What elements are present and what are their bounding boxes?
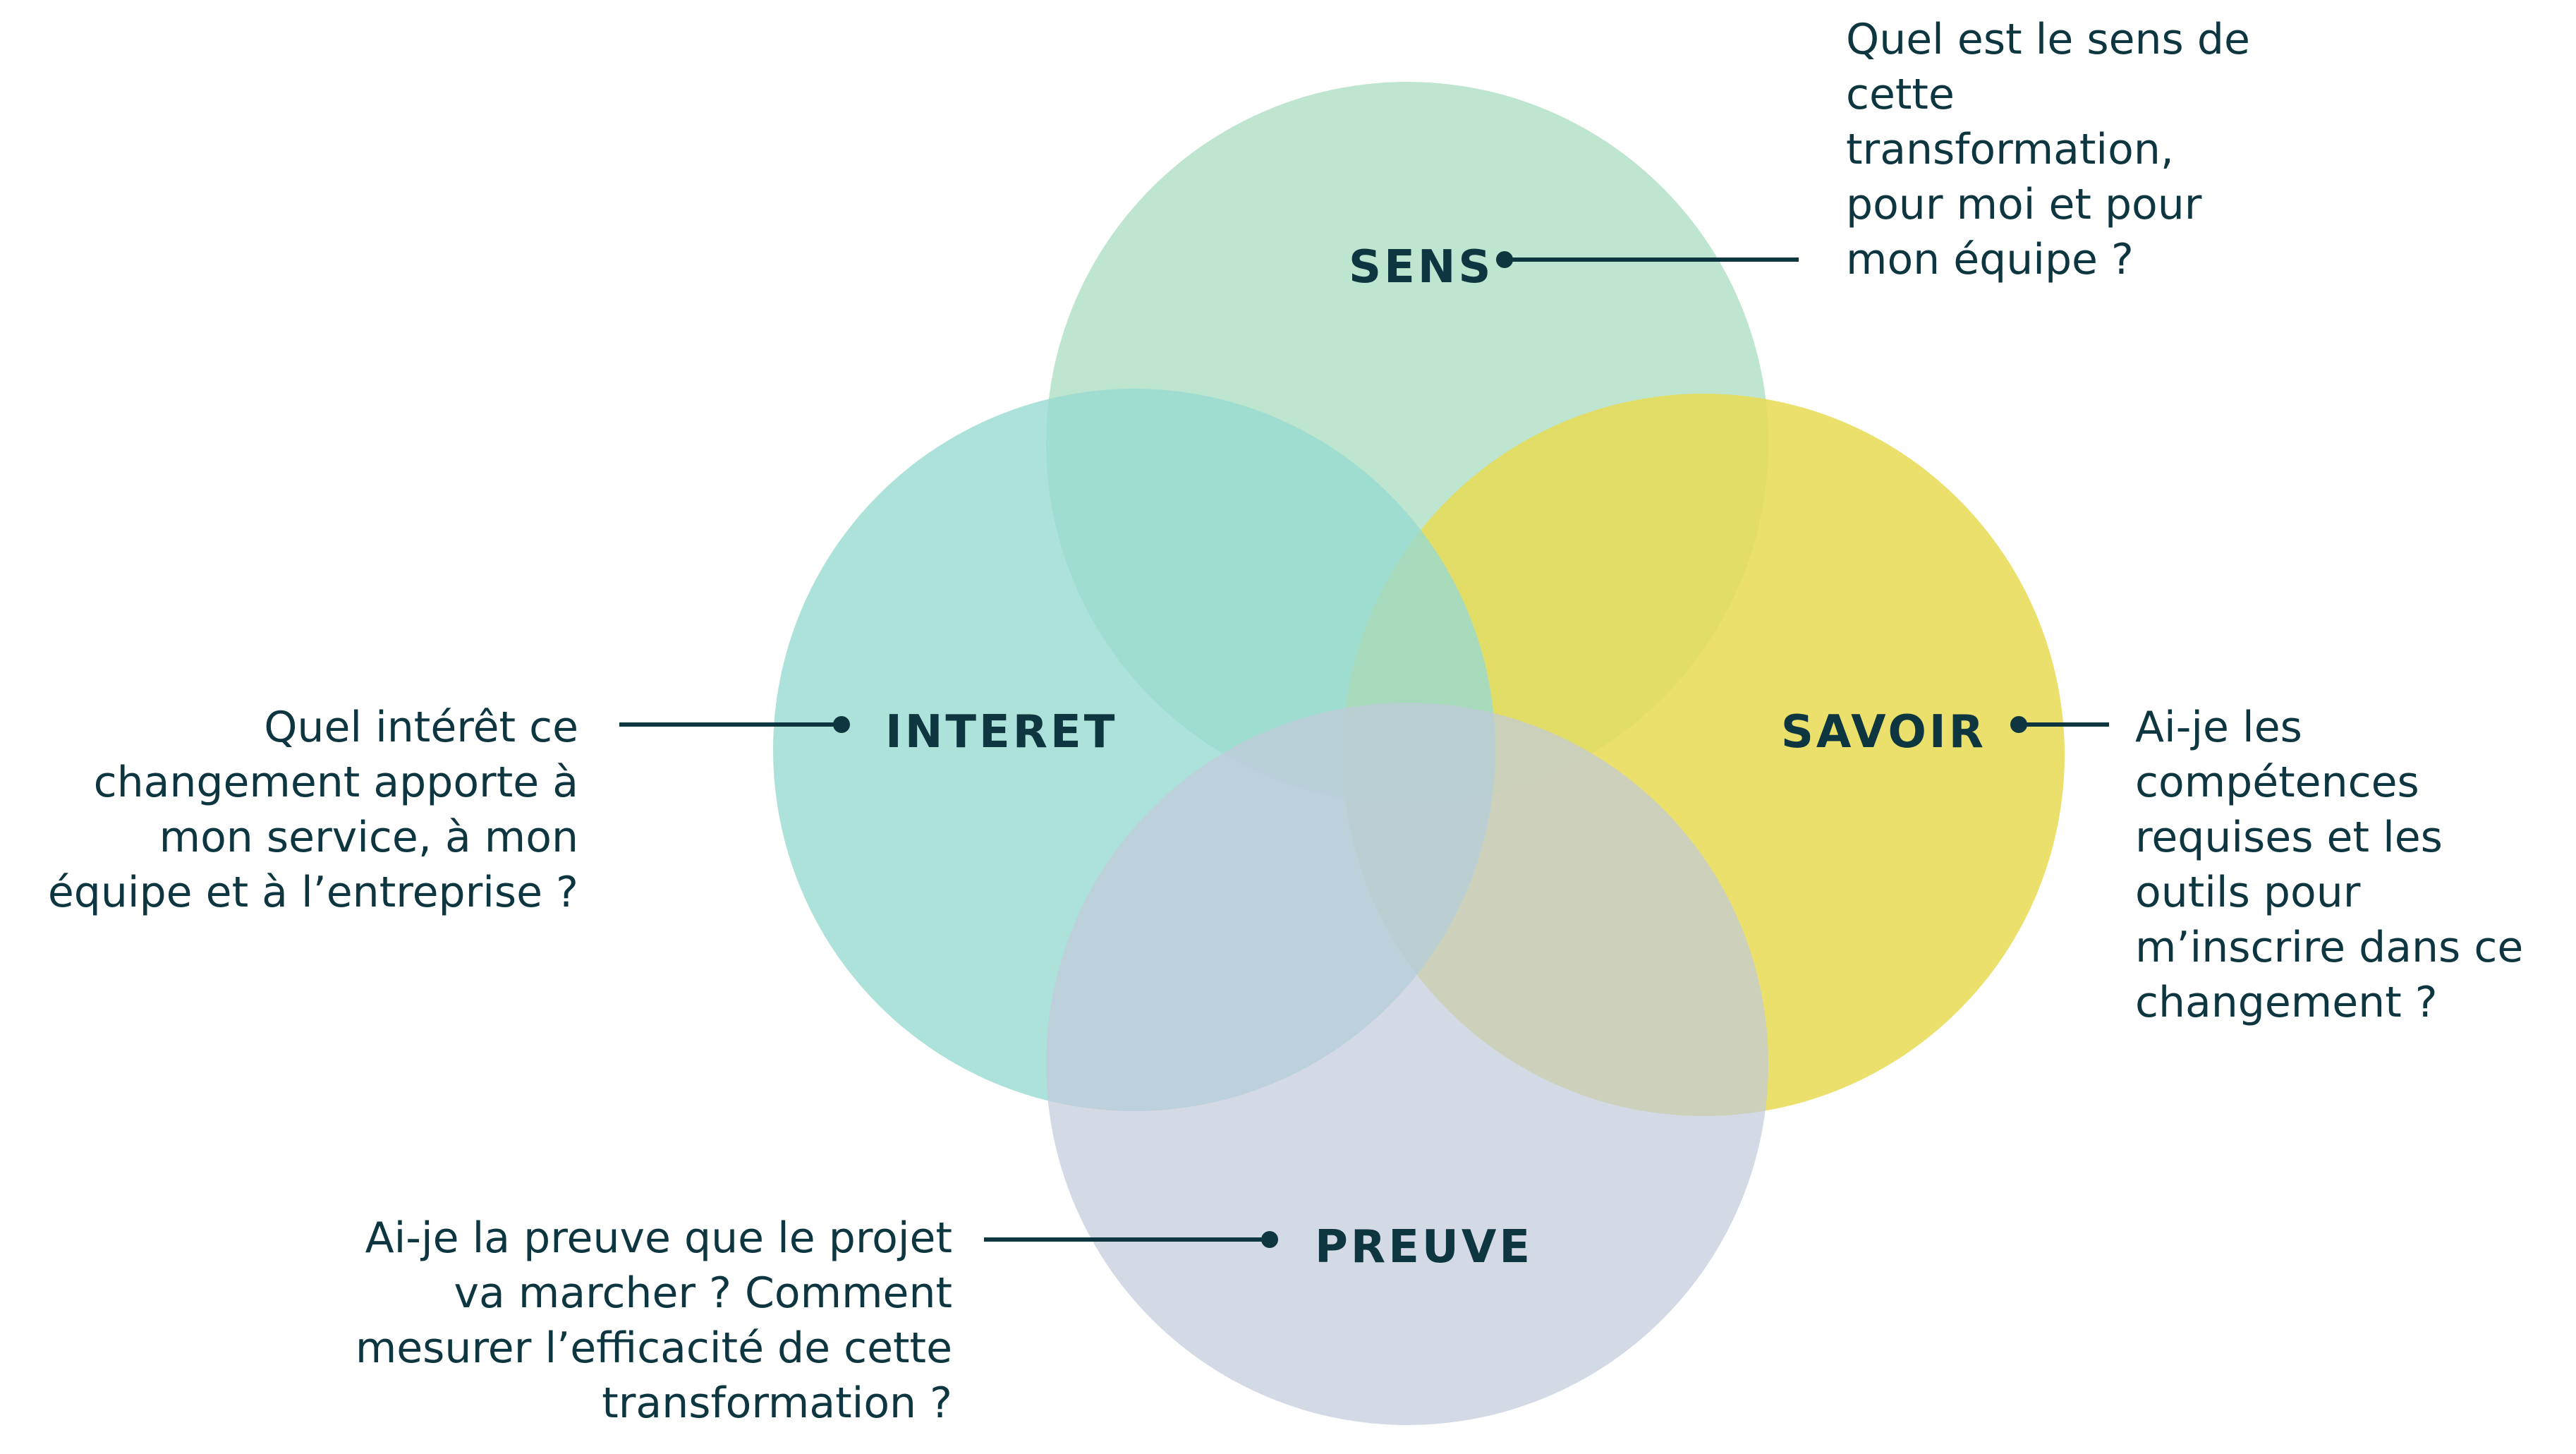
question-line: outils pour [2135,868,2361,917]
question-line: mesurer l’efficacité de cette [355,1323,952,1373]
circle-preuve [1046,703,1768,1425]
connector-preuve [984,1231,1278,1248]
connector-sens [1496,251,1799,268]
label-interet: INTERET [885,706,1117,758]
question-line: Ai-je les [2135,703,2302,752]
connector-interet [619,716,850,733]
question-interet: Quel intérêt ce changement apporte à mon s… [21,700,578,920]
question-line: mon équipe ? [1846,235,2134,284]
question-line: transformation, [1846,125,2174,174]
label-sens: SENS [1349,241,1493,293]
question-line: requises et les [2135,813,2443,862]
question-line: Ai-je la preuve que le projet [365,1213,952,1263]
connector-savoir [2010,716,2109,733]
question-sens: Quel est le sens de cette transformation, p… [1846,12,2340,287]
question-line: va marcher ? Comment [454,1268,952,1318]
question-line: pour moi et pour [1846,180,2202,229]
question-line: Quel est le sens de [1846,15,2250,64]
question-line: compétences [2135,758,2419,807]
question-line: changement ? [2135,978,2438,1027]
question-line: Quel intérêt ce [264,703,578,752]
question-line: mon service, à mon [159,813,578,862]
question-line: cette [1846,70,1955,119]
label-preuve: PREUVE [1315,1221,1533,1273]
question-line: changement apporte à [93,758,578,807]
question-savoir: Ai-je les compétences requises et les outil… [2135,700,2572,1030]
question-line: équipe et à l’entreprise ? [47,868,578,917]
label-savoir: SAVOIR [1781,706,1986,758]
question-line: transformation ? [602,1379,952,1428]
question-line: m’inscrire dans ce [2135,923,2524,972]
